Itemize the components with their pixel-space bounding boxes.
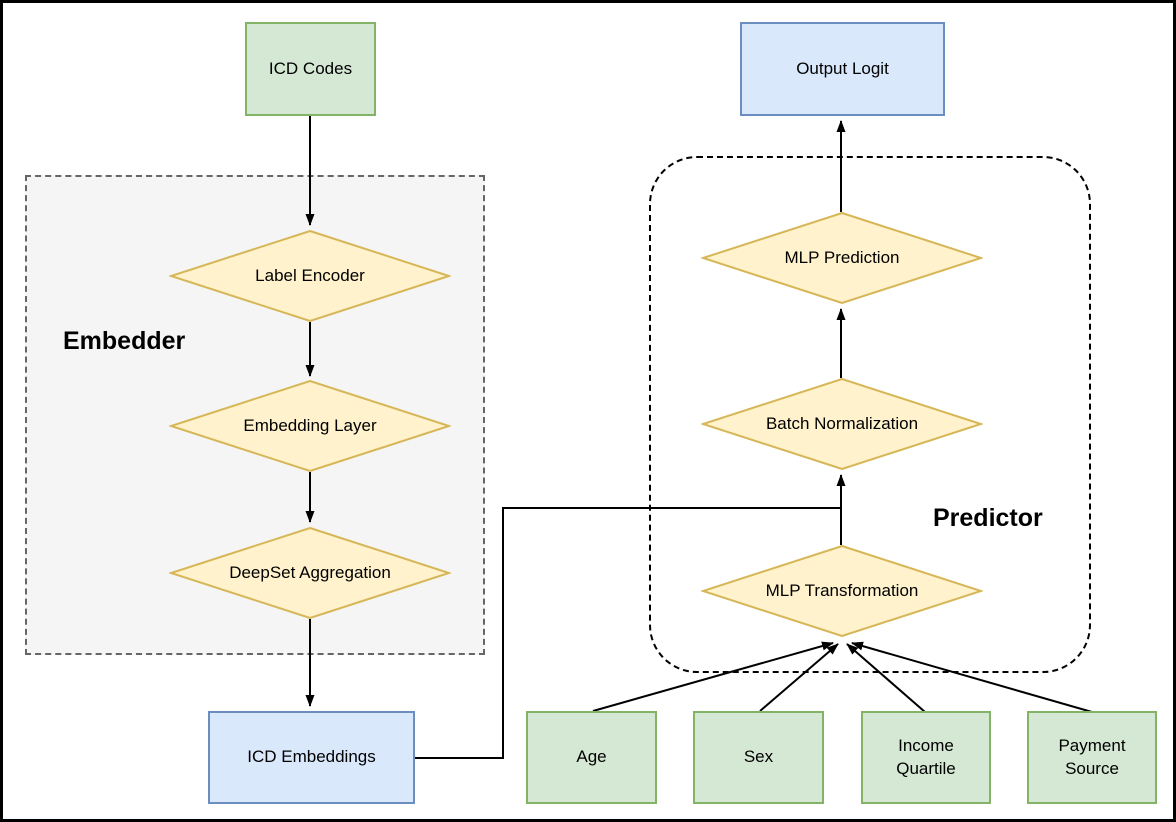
node-icd-embeddings-label: ICD Embeddings [247,747,376,767]
node-icd-codes-label: ICD Codes [268,58,353,78]
embedder-group-label: Embedder [63,327,186,355]
diamond-shape [169,527,451,619]
node-embedding-layer-label: Embedding Layer [243,415,377,435]
diamond-shape [701,212,983,304]
node-deepset-aggregation: DeepSet Aggregation [169,527,451,619]
node-output-logit: Output Logit [740,22,945,116]
node-deepset-aggregation-label: DeepSet Aggregation [229,562,391,582]
node-batch-normalization-label: Batch Normalization [765,413,919,433]
node-output-logit-label: Output Logit [796,58,889,78]
node-age: Age [526,711,657,804]
predictor-group-label: Predictor [933,504,1043,532]
node-income-quartile: Income Quartile [861,711,991,804]
diamond-shape [701,545,983,637]
node-income-quartile-label: Income Quartile [896,736,956,778]
node-label-encoder: Label Encoder [169,230,451,322]
diamond-shape [169,230,451,322]
node-icd-codes: ICD Codes [245,22,376,116]
node-payment-source: Payment Source [1027,711,1157,804]
diamond-shape [169,380,451,472]
node-icd-embeddings: ICD Embeddings [208,711,415,804]
node-mlp-transformation: MLP Transformation [701,545,983,637]
node-mlp-prediction-label: MLP Prediction [784,247,900,267]
node-sex: Sex [693,711,824,804]
node-sex-label: Sex [743,747,774,767]
node-mlp-prediction: MLP Prediction [701,212,983,304]
node-mlp-transformation-label: MLP Transformation [765,580,919,600]
node-label-encoder-label: Label Encoder [255,265,365,285]
diamond-shape [701,378,983,470]
node-payment-source-label: Payment Source [1058,736,1126,778]
node-embedding-layer: Embedding Layer [169,380,451,472]
node-age-label: Age [576,747,607,767]
node-batch-normalization: Batch Normalization [701,378,983,470]
